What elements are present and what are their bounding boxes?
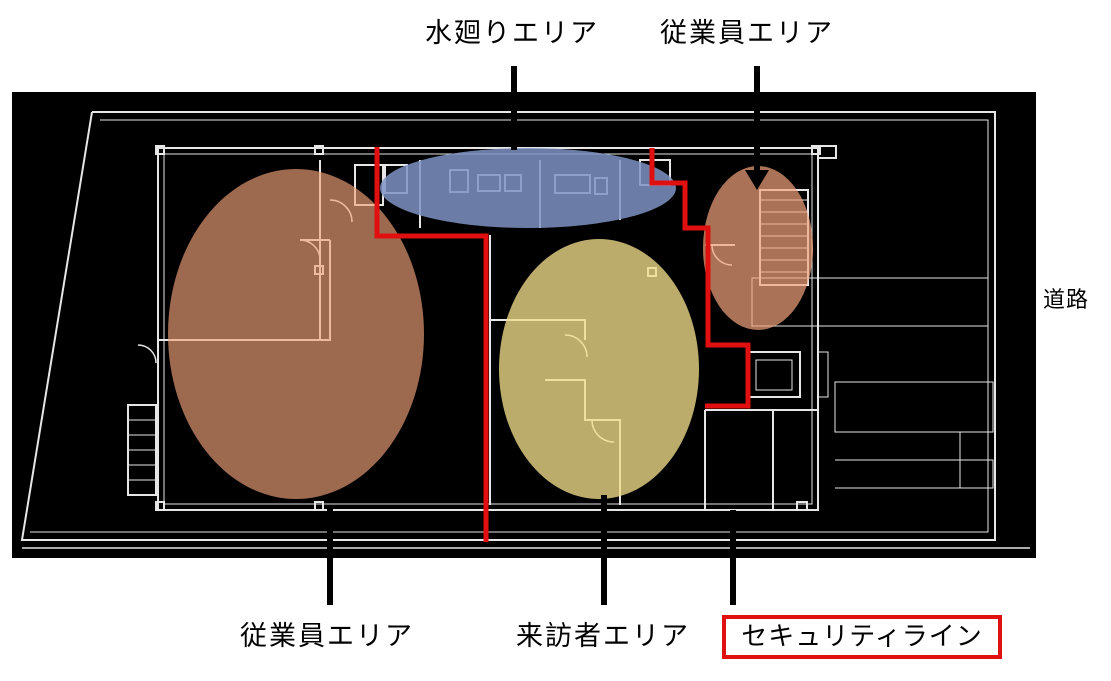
staff-zone-right (703, 166, 813, 330)
staff-zone-left (168, 169, 424, 499)
leader-lines (327, 66, 760, 605)
water-zone (380, 148, 676, 228)
visitor-zone (499, 239, 699, 499)
visitor-area-label: 来訪者エリア (516, 621, 690, 652)
security-line-path-right (649, 148, 751, 409)
road-label: 道路 (1043, 288, 1090, 313)
water-area-label: 水廻りエリア (425, 18, 599, 49)
security-line-label: セキュリティライン (722, 615, 1002, 659)
security-line-path (374, 147, 489, 542)
staff-area-bottom-label: 従業員エリア (240, 621, 414, 652)
staff-top-arrowhead (745, 170, 769, 190)
staff-area-top-label: 従業員エリア (660, 18, 834, 49)
